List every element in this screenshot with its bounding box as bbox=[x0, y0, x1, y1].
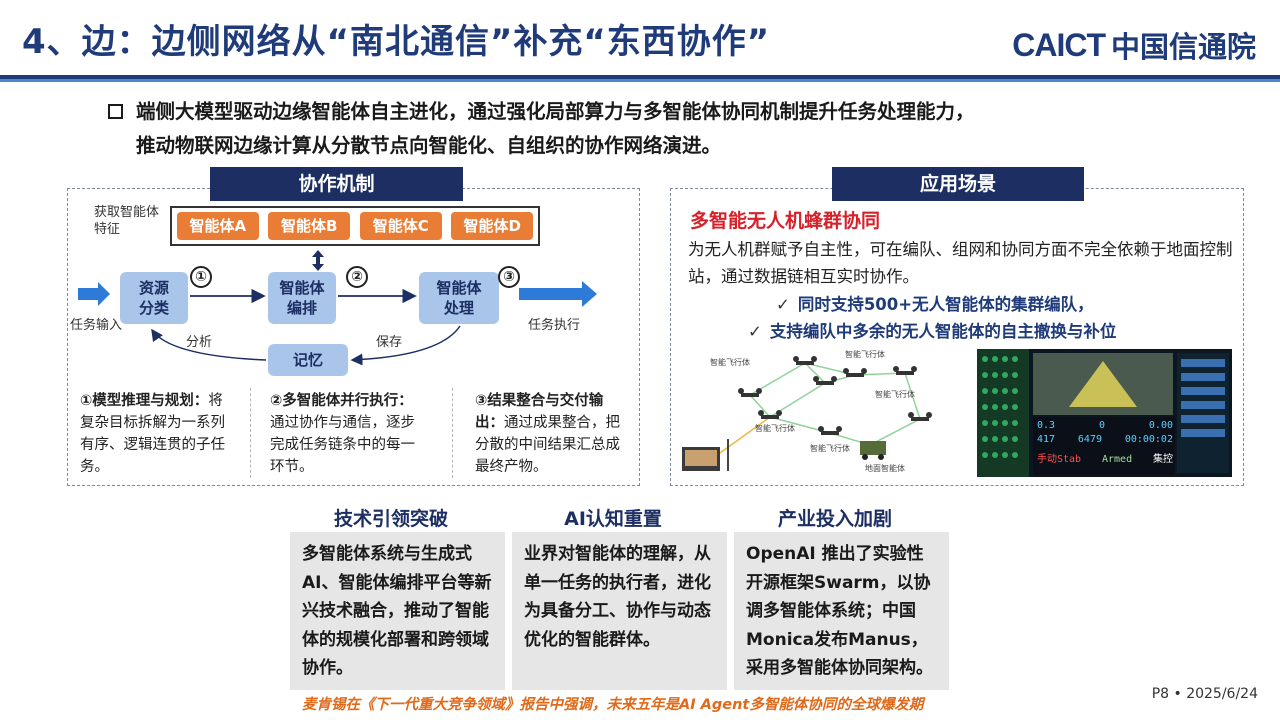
ground-agent-label: 地面智能体 bbox=[865, 463, 905, 473]
node-agent-process: 智能体处理 bbox=[419, 272, 499, 324]
check-item-2: ✓支持编队中多余的无人智能体的自主撤换与补位 bbox=[748, 322, 1117, 341]
logo-text-en: CAICT bbox=[1012, 26, 1106, 63]
bottom-head-ai: AI认知重置 bbox=[564, 508, 662, 530]
check-item-1: ✓同时支持500+无人智能体的集群编队， bbox=[776, 295, 1094, 314]
uav-title: 多智能无人机蜂群协同 bbox=[690, 210, 881, 232]
col-divider bbox=[452, 388, 453, 478]
header-rule-accent bbox=[0, 79, 1280, 82]
step2-desc: ②多智能体并行执行： 通过协作与通信，逐步完成任务链条中的每一环节。 bbox=[270, 390, 425, 478]
mechanism-tag: 协作机制 bbox=[210, 167, 463, 201]
step2-body: 通过协作与通信，逐步完成任务链条中的每一环节。 bbox=[270, 415, 415, 475]
intro-line-2: 推动物联网边缘计算从分散节点向智能化、自组织的协作网络演进。 bbox=[136, 134, 722, 157]
agent-chip-b: 智能体B bbox=[268, 212, 351, 240]
step3-desc: ③结果整合与交付输出：通过成果整合，把分散的中间结果汇总成最终产物。 bbox=[475, 390, 630, 478]
drone-label: 智能飞行体 bbox=[875, 389, 915, 399]
analyze-label: 分析 bbox=[186, 335, 213, 350]
node-memory: 记忆 bbox=[268, 344, 348, 376]
intro-bullet: 端侧大模型驱动边缘智能体自主进化，通过强化局部算力与多智能体协同机制提升任务处理… bbox=[108, 95, 1188, 163]
col-divider bbox=[250, 388, 251, 478]
step3-body: 通过成果整合，把分散的中间结果汇总成最终产物。 bbox=[475, 415, 620, 475]
page-title: 4、边：边侧网络从“南北通信”补充“东西协作” bbox=[22, 22, 771, 62]
bottom-box-tech: 多智能体系统与生成式AI、智能体编排平台等新兴技术融合，推动了智能体的规模化部署… bbox=[290, 532, 505, 690]
agent-chip-d: 智能体D bbox=[451, 212, 534, 240]
drone-label: 智能飞行体 bbox=[755, 423, 795, 433]
agent-chip-c: 智能体C bbox=[359, 212, 442, 240]
intro-line-1: 端侧大模型驱动边缘智能体自主进化，通过强化局部算力与多智能体协同机制提升任务处理… bbox=[136, 100, 975, 123]
check-icon: ✓ bbox=[748, 322, 762, 341]
footer-note: 麦肯锡在《下一代重大竞争领域》报告中强调，未来五年是AI Agent多智能体协同… bbox=[302, 697, 924, 713]
step1-desc: ①模型推理与规划：将复杂目标拆解为一系列有序、逻辑连贯的子任务。 bbox=[80, 390, 235, 478]
page-number: P8 • 2025/6/24 bbox=[1151, 686, 1258, 702]
drone-label: 智能飞行体 bbox=[810, 443, 850, 453]
step1-body: 将复杂目标拆解为一系列有序、逻辑连贯的子任务。 bbox=[80, 393, 225, 475]
agent-chip-a: 智能体A bbox=[176, 212, 259, 240]
bottom-head-industry: 产业投入加剧 bbox=[777, 508, 892, 530]
step3-head: ③结果整合与交付输出： bbox=[475, 393, 604, 431]
scenario-tag: 应用场景 bbox=[832, 167, 1084, 201]
uav-description: 为无人机群赋予自主性，可在编队、组网和协同方面不完全依赖于地面控制站，通过数据链… bbox=[688, 240, 1233, 286]
drone-network-image: 智能飞行体 智能飞行体 智能飞行体 智能飞行体 智能飞行体 地面智能体 bbox=[680, 345, 970, 477]
save-label: 保存 bbox=[376, 335, 403, 350]
step-number-3: ③ bbox=[498, 266, 520, 288]
bottom-box-industry: OpenAI 推出了实验性开源框架Swarm，以协调多智能体系统；中国Monic… bbox=[734, 532, 949, 690]
bottom-box-ai: 业界对智能体的理解，从单一任务的执行者，进化为具备分工、协作与动态优化的智能群体… bbox=[512, 532, 727, 690]
node-agent-orchestrate: 智能体编排 bbox=[268, 272, 336, 324]
square-bullet-icon bbox=[108, 104, 123, 119]
header-rule bbox=[0, 75, 1280, 79]
bottom-head-tech: 技术引领突破 bbox=[333, 508, 448, 530]
agents-row: 智能体A 智能体B 智能体C 智能体D bbox=[170, 206, 540, 246]
node-resource-classify: 资源分类 bbox=[120, 272, 188, 324]
caict-logo: CAICT 中国信通院 bbox=[1012, 24, 1256, 66]
step-number-1: ① bbox=[190, 266, 212, 288]
check-icon: ✓ bbox=[776, 295, 790, 314]
drone-label: 智能飞行体 bbox=[845, 349, 885, 359]
drone-label: 智能飞行体 bbox=[710, 357, 750, 367]
task-input-label: 任务输入 bbox=[70, 318, 123, 333]
task-exec-label: 任务执行 bbox=[528, 318, 581, 333]
get-features-label: 获取智能体特征 bbox=[94, 205, 160, 237]
screen-graphics bbox=[977, 349, 1229, 477]
logo-text-cn: 中国信通院 bbox=[1110, 30, 1256, 64]
step-number-2: ② bbox=[346, 266, 368, 288]
step2-head: ②多智能体并行执行： bbox=[270, 393, 413, 409]
step1-head: ①模型推理与规划： bbox=[80, 393, 209, 409]
